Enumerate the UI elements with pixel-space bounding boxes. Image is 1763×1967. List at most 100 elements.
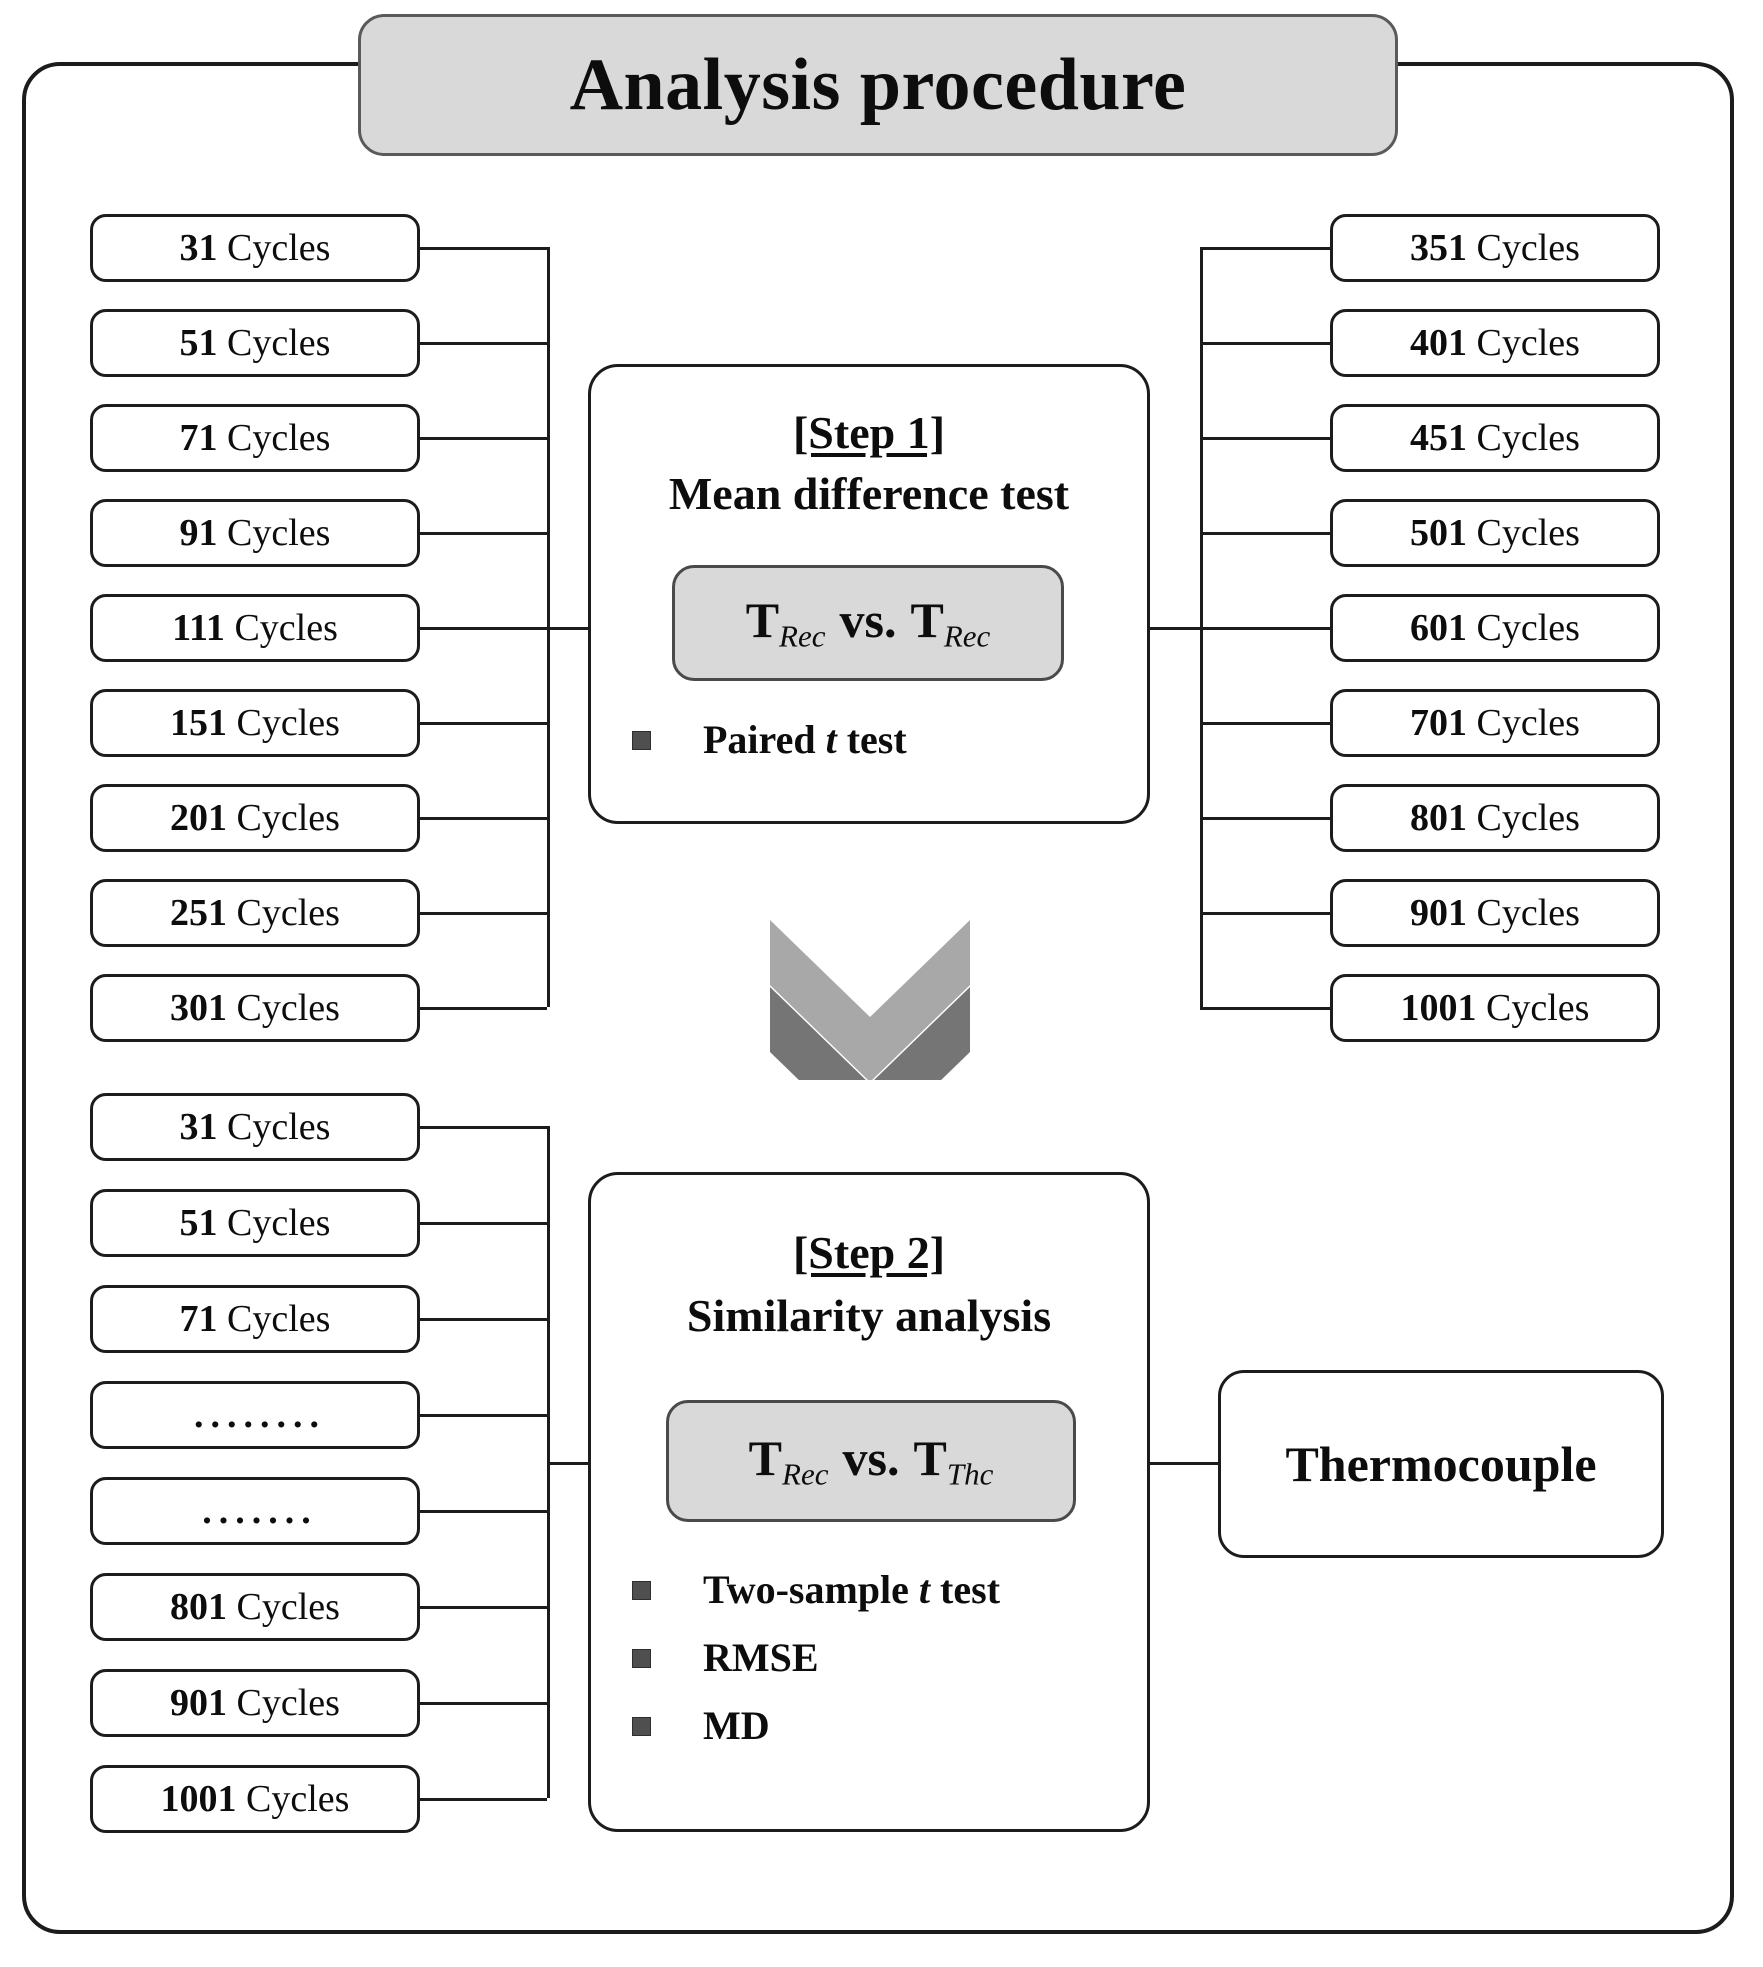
connector-line (1200, 817, 1330, 820)
down-chevron-icon (765, 915, 975, 1149)
page-title: Analysis procedure (569, 44, 1187, 126)
connector-line (1200, 247, 1330, 250)
cycle-label: 201 Cycles (170, 797, 340, 839)
connector-line (420, 817, 547, 820)
cycle-label: 901 Cycles (1410, 892, 1580, 934)
bullet-square-icon (632, 1716, 651, 1736)
connector-line (420, 1007, 547, 1010)
list-item[interactable]: 451 Cycles (1330, 404, 1660, 472)
cycle-label: 801 Cycles (170, 1586, 340, 1628)
step-1-bullet-list: Paired t test (632, 720, 907, 788)
connector-line (420, 1318, 547, 1321)
step-2-bullet-list: Two-sample t test RMSE MD (632, 1570, 1000, 1774)
cycle-label: 301 Cycles (170, 987, 340, 1029)
bullet-square-icon (632, 1648, 651, 1668)
list-item: RMSE (632, 1638, 1000, 1678)
connector-line (420, 342, 547, 345)
cycle-label: 51 Cycles (179, 1202, 331, 1244)
step-2-title: [Step 2] (792, 1227, 946, 1278)
ellipsis-label: ....... (202, 1490, 318, 1532)
connector-line (420, 532, 547, 535)
bullet-square-icon (632, 1580, 651, 1600)
list-item[interactable]: 801 Cycles (90, 1573, 420, 1641)
list-item[interactable]: 51 Cycles (90, 309, 420, 377)
cycle-label: 801 Cycles (1410, 797, 1580, 839)
connector-line (420, 912, 547, 915)
connector-line (1200, 342, 1330, 345)
list-item[interactable]: 251 Cycles (90, 879, 420, 947)
bullet-square-icon (632, 730, 651, 750)
list-item[interactable]: 111 Cycles (90, 594, 420, 662)
cycle-label: 91 Cycles (179, 512, 331, 554)
list-item[interactable]: 31 Cycles (90, 214, 420, 282)
cycle-label: 901 Cycles (170, 1682, 340, 1724)
list-item[interactable]: 51 Cycles (90, 1189, 420, 1257)
list-item[interactable]: 501 Cycles (1330, 499, 1660, 567)
list-item[interactable]: 1001 Cycles (90, 1765, 420, 1833)
list-item[interactable]: 351 Cycles (1330, 214, 1660, 282)
connector-line (1200, 722, 1330, 725)
thermocouple-node[interactable]: Thermocouple (1218, 1370, 1664, 1558)
step-1-subtitle: Mean difference test (668, 467, 1070, 519)
bullet-label: MD (703, 1703, 770, 1748)
ellipsis-label: ........ (194, 1394, 326, 1436)
list-item[interactable]: 601 Cycles (1330, 594, 1660, 662)
list-item[interactable]: 1001 Cycles (1330, 974, 1660, 1042)
connector-line (1200, 912, 1330, 915)
connector-line (420, 1702, 547, 1705)
list-item[interactable]: 901 Cycles (1330, 879, 1660, 947)
cycle-label: 31 Cycles (179, 227, 331, 269)
cycle-label: 151 Cycles (170, 702, 340, 744)
list-item[interactable]: 401 Cycles (1330, 309, 1660, 377)
connector-line (1200, 532, 1330, 535)
list-item[interactable]: 151 Cycles (90, 689, 420, 757)
connector-line (420, 1126, 547, 1129)
cycle-label: 111 Cycles (172, 607, 338, 649)
cycle-label: 31 Cycles (179, 1106, 331, 1148)
list-item[interactable]: 91 Cycles (90, 499, 420, 567)
connector-line (420, 1414, 547, 1417)
connector-line (420, 1606, 547, 1609)
bullet-label: Paired t test (703, 717, 907, 762)
cycle-label: 51 Cycles (179, 322, 331, 364)
list-item[interactable]: 901 Cycles (90, 1669, 420, 1737)
cycle-label: 701 Cycles (1410, 702, 1580, 744)
step-2-subtitle: Similarity analysis (686, 1289, 1052, 1341)
cycle-label: 501 Cycles (1410, 512, 1580, 554)
connector-line (420, 1222, 547, 1225)
connector-line (1200, 627, 1330, 630)
connector-line (420, 722, 547, 725)
cycle-label: 251 Cycles (170, 892, 340, 934)
list-item[interactable]: 31 Cycles (90, 1093, 420, 1161)
cycle-label: 1001 Cycles (1400, 987, 1590, 1029)
list-item: Two-sample t test (632, 1570, 1000, 1610)
step-1-title: [Step 1] (792, 407, 946, 458)
list-item-ellipsis[interactable]: ....... (90, 1477, 420, 1545)
connector-line (1200, 437, 1330, 440)
bullet-label: RMSE (703, 1635, 819, 1680)
list-item: MD (632, 1706, 1000, 1746)
bullet-label: Two-sample t test (703, 1567, 1001, 1612)
list-item[interactable]: 71 Cycles (90, 404, 420, 472)
list-item[interactable]: 71 Cycles (90, 1285, 420, 1353)
connector-line (420, 437, 547, 440)
list-item[interactable]: 201 Cycles (90, 784, 420, 852)
cycle-label: 71 Cycles (179, 1298, 331, 1340)
connector-line (420, 1798, 547, 1801)
cycle-label: 71 Cycles (179, 417, 331, 459)
list-item[interactable]: 701 Cycles (1330, 689, 1660, 757)
list-item-ellipsis[interactable]: ........ (90, 1381, 420, 1449)
list-item[interactable]: 301 Cycles (90, 974, 420, 1042)
cycle-label: 351 Cycles (1410, 227, 1580, 269)
connector-line (1200, 1007, 1330, 1010)
connector-line (420, 247, 547, 250)
diagram-title-banner: Analysis procedure (358, 14, 1398, 156)
thermocouple-label: Thermocouple (1285, 1436, 1597, 1492)
cycle-label: 451 Cycles (1410, 417, 1580, 459)
list-item[interactable]: 801 Cycles (1330, 784, 1660, 852)
